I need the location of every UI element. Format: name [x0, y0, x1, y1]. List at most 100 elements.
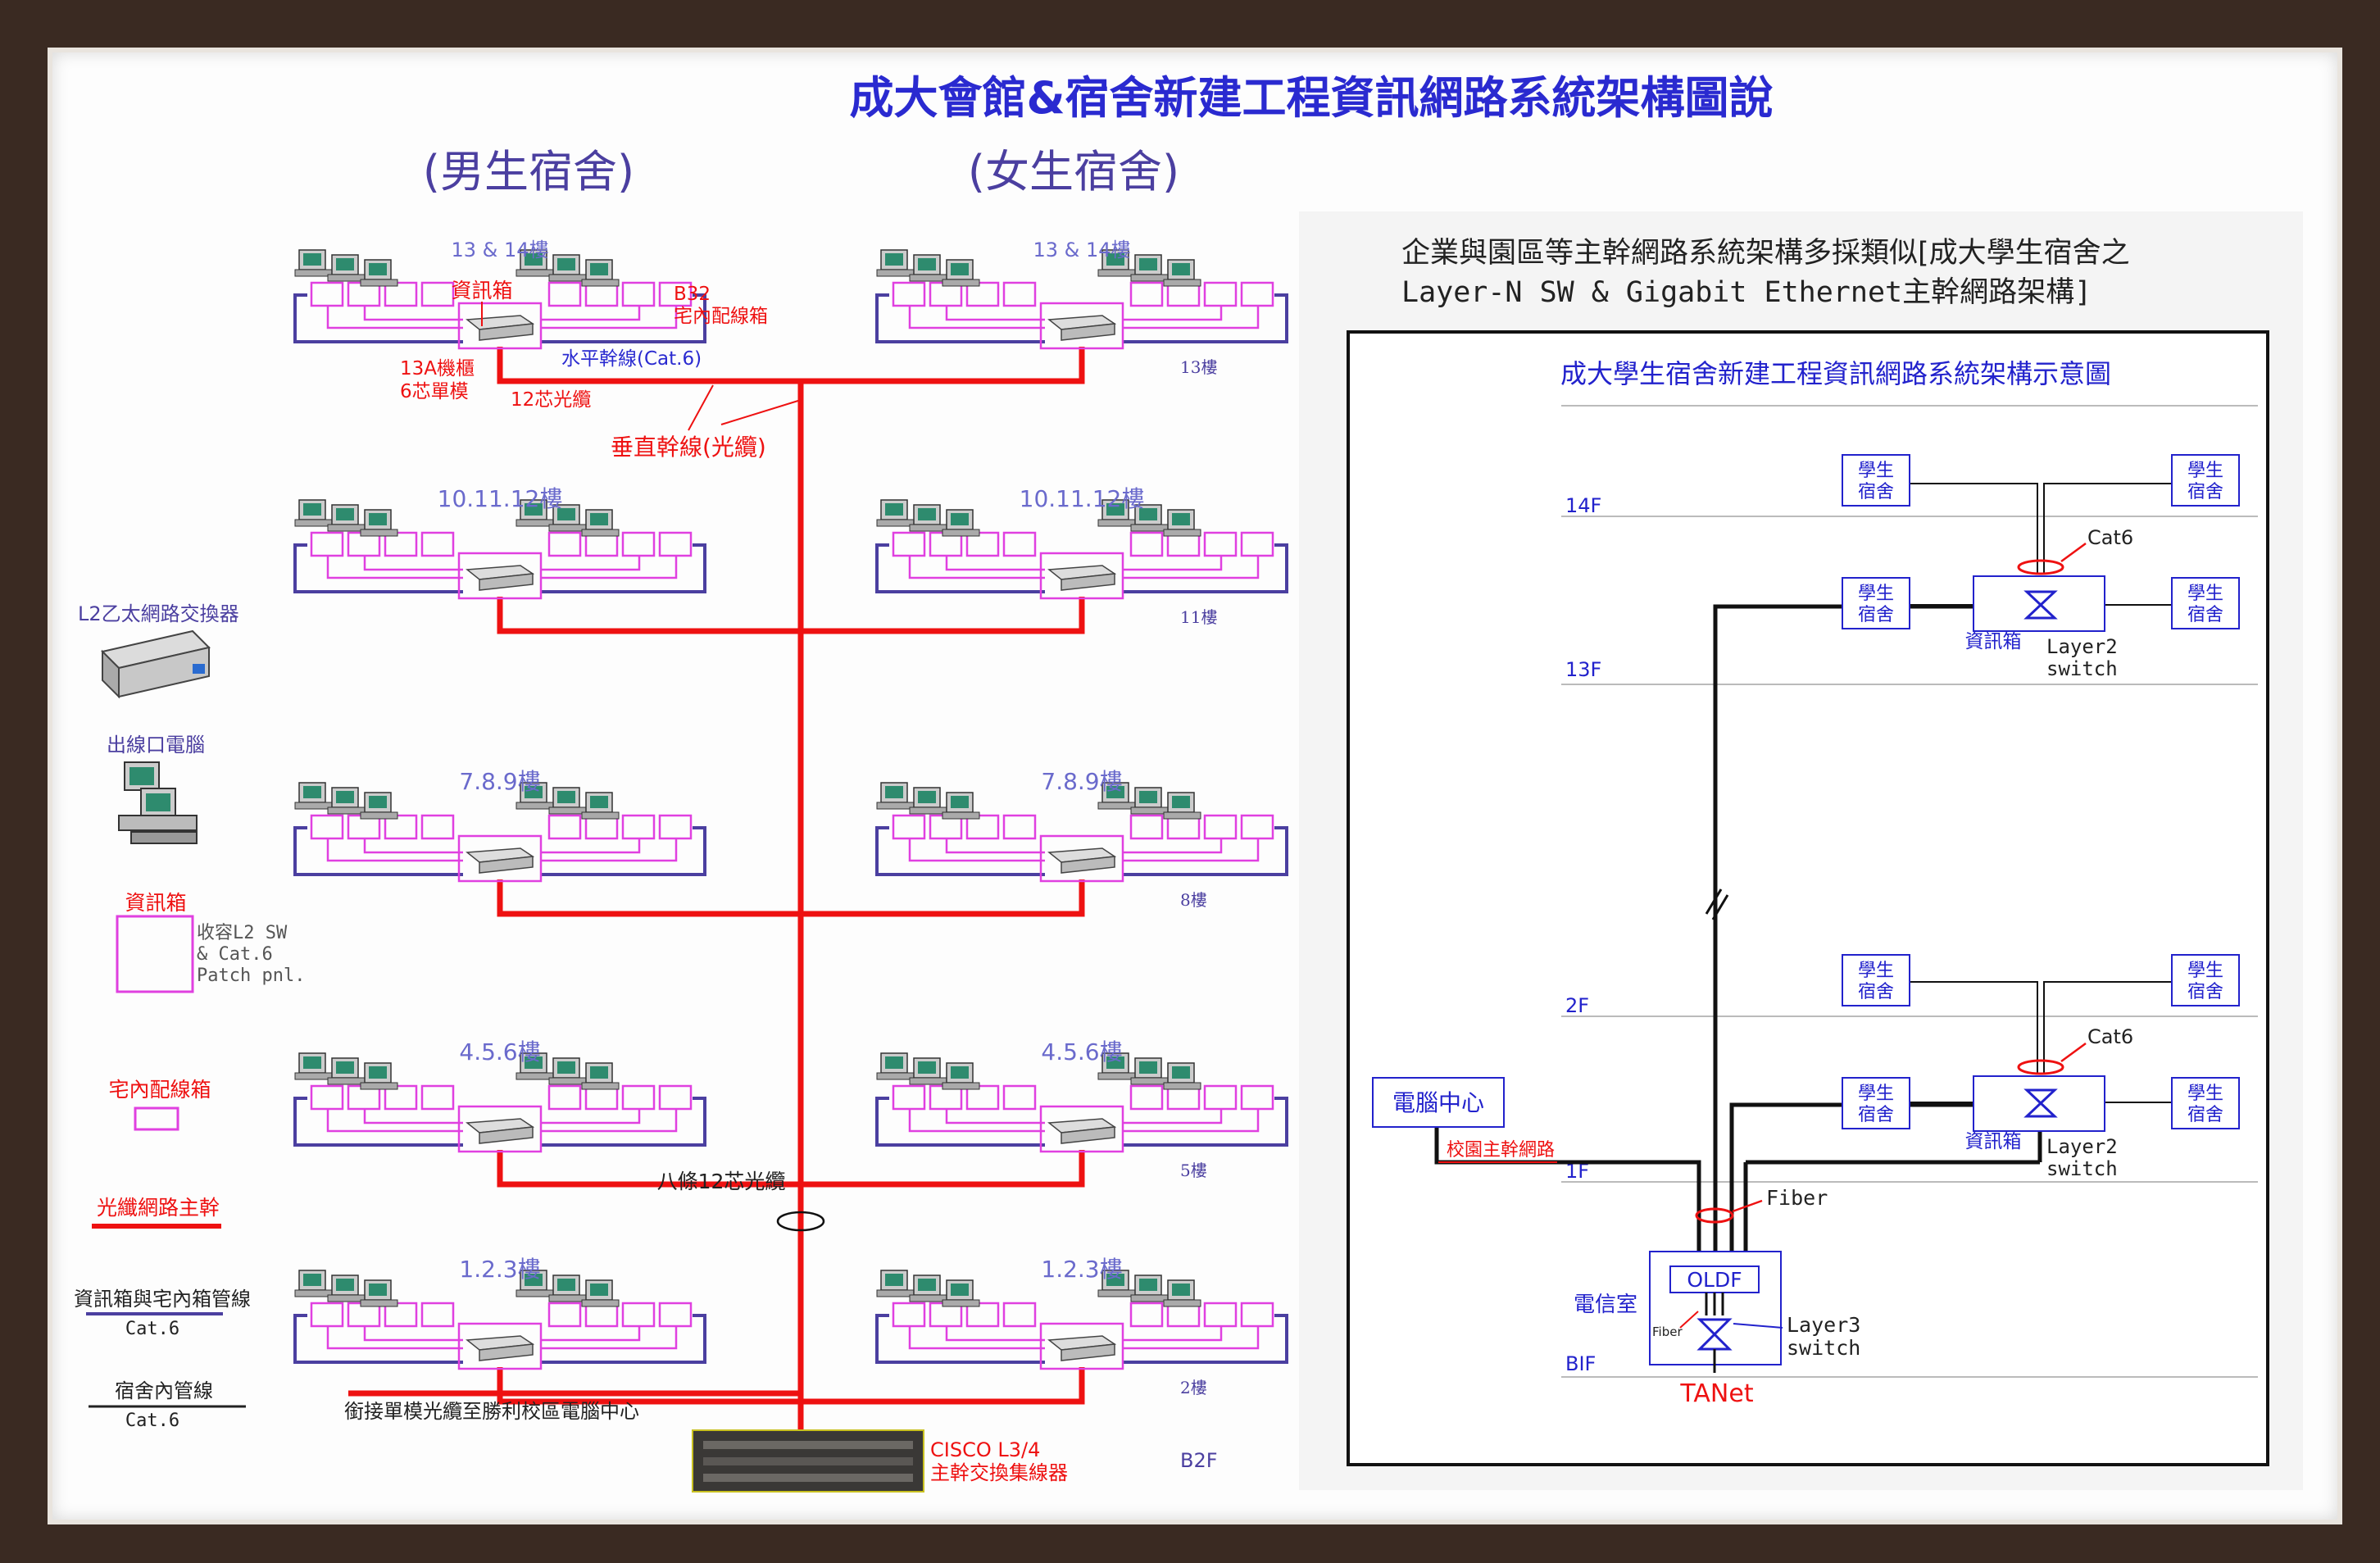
cat6-trunk [541, 1097, 706, 1147]
switch-box-1f [1973, 1075, 2105, 1132]
cat6-trunk [1123, 293, 1288, 343]
outlet-pc-icon [876, 1052, 915, 1080]
fiber-feed [801, 597, 1085, 634]
caption-line-2: Layer-N SW & Gigabit Ethernet主幹網路架構] [1401, 276, 2092, 309]
l2-switch-front [1061, 573, 1115, 591]
dorm-room-box: 學生宿舍 [2171, 454, 2240, 507]
cisco-core-switch [692, 1429, 924, 1493]
fiber-feed [801, 1150, 1085, 1188]
home-panel-box [547, 814, 582, 840]
outlet-pc-icon [942, 259, 980, 287]
legend-dorm-pipe-title: 宿舍內管線 [115, 1379, 213, 1402]
fiber-small-arrow [1679, 1311, 1699, 1329]
magenta-link [541, 1326, 678, 1350]
dorm-label-top: 學生 [1858, 961, 1894, 981]
fiber-arrow [1732, 1199, 1763, 1213]
home-panel-box [621, 814, 656, 840]
legend-outlet-pc-label: 出線口電腦 [107, 734, 205, 757]
magenta-link [908, 838, 1045, 862]
outlet-pc-icon [876, 1270, 915, 1297]
outlet-pc-icon [942, 509, 980, 537]
home-panel-box [1129, 281, 1164, 307]
magenta-link [1123, 306, 1223, 321]
outlet-pc-icon [942, 792, 980, 820]
info-box [457, 1322, 543, 1370]
home-panel-box [547, 1302, 582, 1328]
home-panel-box [658, 814, 693, 840]
cat6-line-13f-b [2043, 483, 2172, 574]
cat6-arrow-1f [2060, 1042, 2087, 1063]
dorm-room-box: 學生宿舍 [2171, 954, 2240, 1006]
magenta-link [908, 1109, 1045, 1133]
home-panel-box [892, 1302, 926, 1328]
outlet-pc-icon [548, 1274, 587, 1302]
outlet-pc-icon [909, 254, 947, 282]
outlet-pc-icon [1130, 1274, 1169, 1302]
magenta-link [908, 556, 1045, 579]
layer2-label-1f-2: switch [2046, 1157, 2118, 1180]
dorm-label-bottom: 宿舍 [2187, 1105, 2223, 1125]
dorm-label-bottom: 宿舍 [1858, 1105, 1894, 1125]
outlet-pc-icon [294, 249, 333, 277]
l2-switch-front [479, 856, 534, 874]
home-panel-label: 宅內配線箱 [674, 306, 768, 327]
magenta-link [541, 838, 641, 854]
home-panel-box [1240, 1084, 1274, 1111]
home-panel-box [621, 531, 656, 557]
magenta-link [541, 1109, 641, 1125]
fiber-label: Fiber [1766, 1186, 1828, 1210]
magenta-link [363, 306, 463, 321]
info-box [1039, 1105, 1124, 1153]
cat6-label-1f: Cat6 [2087, 1025, 2133, 1048]
outlet-pc-icon [1097, 249, 1136, 277]
campus-backbone-label: 校園主幹網路 [1447, 1140, 1555, 1161]
cat6-trunk [541, 293, 706, 343]
dorm-label-top: 學生 [2187, 961, 2223, 981]
outlet-pc-icon [516, 1270, 554, 1297]
fiber-bundle-mark [776, 1211, 825, 1232]
floor-range-label: 13 & 14樓 [1033, 239, 1130, 261]
magenta-link [326, 1109, 463, 1133]
home-panel-box [1002, 531, 1037, 557]
outlet-pc-icon [516, 1052, 554, 1080]
floor-range-label: 7.8.9樓 [1041, 768, 1122, 795]
home-panel-box [621, 1084, 656, 1111]
magenta-link [326, 838, 463, 862]
outlet-pc-icon [1163, 1279, 1201, 1307]
legend-cat6-box-sub: Cat.6 [125, 1319, 179, 1339]
floor-range-label: 1.2.3樓 [1041, 1256, 1122, 1283]
home-panel-box [547, 531, 582, 557]
vertical-pointer-2 [720, 399, 802, 425]
home-panel-box [420, 281, 455, 307]
singlemode-link-label: 銜接單模光纜至勝利校區電腦中心 [344, 1400, 639, 1423]
outlet-pc-icon [1163, 509, 1201, 537]
legend-l2-switch-icon [101, 629, 211, 699]
home-panel-box [892, 1084, 926, 1111]
magenta-link [326, 1326, 463, 1350]
cat6-ring-13f [2017, 559, 2064, 575]
magenta-link [1123, 1326, 1260, 1350]
dorm-label-top: 學生 [1858, 584, 1894, 604]
home-panel-box [384, 531, 418, 557]
vertical-trunk-label: 垂直幹線(光纜) [611, 434, 766, 461]
layer3-pointer [1733, 1323, 1783, 1329]
floor-range-label: 10.11.12樓 [1020, 485, 1145, 512]
break-mark-1 [1705, 888, 1723, 915]
home-panel-box [310, 531, 344, 557]
cat6-trunk [541, 543, 706, 593]
oldf-label: OLDF [1687, 1268, 1742, 1292]
floor-label-14f: 14F [1565, 494, 1601, 517]
home-panel-box [965, 281, 1000, 307]
dorm-room-box: 學生宿舍 [1842, 577, 1910, 629]
cat6-trunk [293, 293, 463, 343]
dorm-label-top: 學生 [2187, 1084, 2223, 1104]
home-panel-box [1002, 1302, 1037, 1328]
tanet-label: TANet [1679, 1379, 1753, 1408]
home-panel-box [1240, 1302, 1274, 1328]
cat6-line-1f-b [2043, 981, 2172, 1074]
